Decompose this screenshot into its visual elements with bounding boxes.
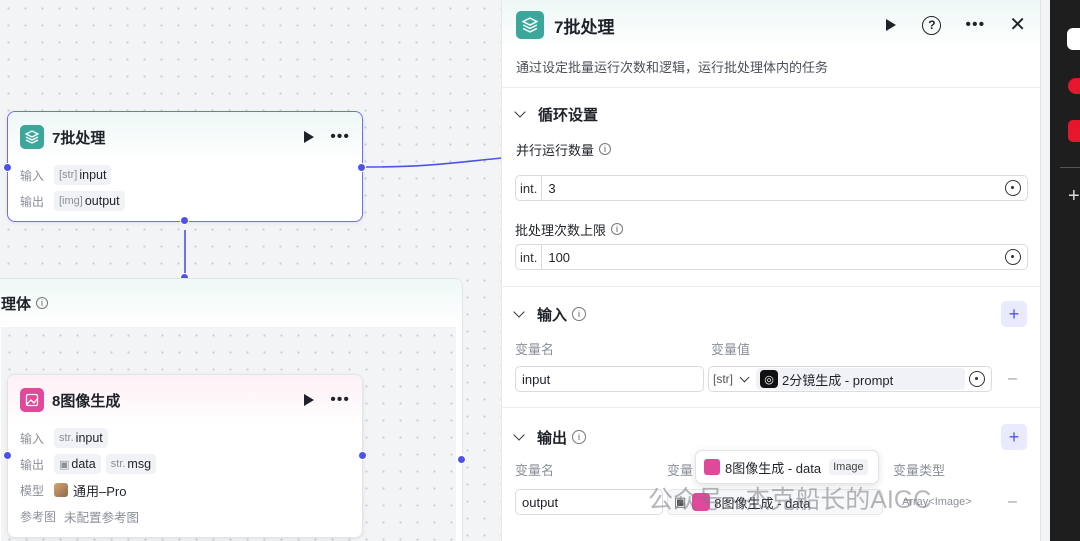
- remove-input-button[interactable]: –: [1008, 370, 1017, 387]
- watermark: 公众号 · 杰克船长的AIGC: [648, 486, 932, 514]
- stepper-icon[interactable]: [1005, 180, 1021, 196]
- model-label: 模型: [20, 483, 45, 498]
- batch-node-bottom-port[interactable]: [180, 216, 189, 225]
- image-node-icon: [692, 493, 711, 511]
- add-output-button[interactable]: +: [1001, 424, 1027, 450]
- batch-limit-value: 100: [548, 249, 571, 265]
- input-var-value-field[interactable]: [str] ◎ 2分镜生成 - prompt: [708, 366, 992, 392]
- more-icon[interactable]: •••: [330, 391, 350, 408]
- close-icon[interactable]: ✕: [1009, 14, 1026, 36]
- input-section-header[interactable]: 输入 i: [501, 292, 600, 336]
- batch-node[interactable]: 7批处理 ••• 输入 [str]input 输出 [img]output: [7, 111, 363, 222]
- divider: [1060, 167, 1080, 168]
- image-type-icon: ▣: [59, 458, 70, 471]
- chevron-down-icon: [514, 106, 526, 118]
- input-label: 输入: [20, 168, 45, 183]
- out-var-type-header: 变量类型: [893, 463, 946, 478]
- input-chip: str.input: [54, 428, 108, 448]
- batch-node-right-port[interactable]: [357, 163, 366, 172]
- image-node-left-port[interactable]: [3, 451, 12, 460]
- output-label: 输出: [20, 457, 45, 472]
- help-icon[interactable]: ?: [922, 15, 942, 35]
- parallel-count-value: 3: [548, 180, 556, 196]
- panel-title: 7批处理: [554, 17, 615, 37]
- app-icon[interactable]: [1068, 120, 1080, 142]
- output-var-name-field[interactable]: output: [515, 489, 663, 515]
- info-icon: i: [599, 143, 612, 155]
- run-icon[interactable]: [304, 131, 315, 143]
- chevron-down-icon: [513, 429, 525, 441]
- remove-output-button[interactable]: –: [1008, 493, 1017, 510]
- image-icon: [20, 388, 44, 412]
- out-var-name-header: 变量名: [515, 463, 555, 478]
- output-chip-data: ▣data: [54, 454, 101, 474]
- var-value-header: 变量值: [711, 342, 751, 357]
- stepper-icon[interactable]: [1005, 249, 1021, 265]
- var-name-header: 变量名: [515, 342, 555, 357]
- ref-image-label: 参考图: [20, 509, 57, 524]
- more-icon[interactable]: •••: [965, 16, 986, 33]
- info-icon: i: [611, 223, 624, 235]
- divider: [501, 286, 1040, 287]
- parallel-count-input[interactable]: int. 3: [515, 175, 1028, 201]
- output-var-value-field[interactable]: ▣ 8图像生成 - data: [667, 489, 883, 515]
- run-icon[interactable]: [304, 394, 315, 406]
- type-select[interactable]: [str]: [709, 367, 756, 391]
- add-input-button[interactable]: +: [1001, 301, 1027, 327]
- tiktok-icon[interactable]: [1067, 28, 1080, 50]
- external-sidebar: +: [1050, 0, 1080, 541]
- more-icon[interactable]: •••: [330, 128, 350, 145]
- weibo-icon[interactable]: [1068, 78, 1080, 94]
- target-icon[interactable]: [969, 371, 985, 387]
- layers-icon: [20, 125, 44, 149]
- window-edge: [1040, 0, 1050, 541]
- batch-node-left-port[interactable]: [3, 163, 12, 172]
- body-right-port[interactable]: [457, 455, 466, 464]
- input-label: 输入: [20, 431, 45, 446]
- body-group-title: 理体: [1, 295, 32, 313]
- run-icon[interactable]: [886, 19, 897, 31]
- model-value: 通用–Pro: [73, 483, 127, 499]
- output-section-header[interactable]: 输出 i: [501, 415, 600, 459]
- divider: [501, 407, 1040, 408]
- image-type-icon: ▣: [674, 494, 687, 509]
- input-chip: [str]input: [54, 165, 112, 185]
- image-node-icon: [704, 459, 720, 475]
- info-icon: i: [572, 430, 587, 444]
- output-var-type: Array<Image>: [902, 496, 972, 508]
- input-var-name-field[interactable]: input: [515, 366, 704, 392]
- info-icon: i: [36, 297, 49, 309]
- int-type-prefix: int.: [516, 245, 543, 269]
- ref-image-value: 未配置参考图: [64, 510, 140, 525]
- layers-icon: [516, 11, 544, 39]
- image-gen-node[interactable]: 8图像生成 ••• 输入 str.input 输出 ▣data str.msg …: [7, 374, 363, 538]
- out-var-value-header: 变量: [667, 463, 694, 478]
- ref-chip[interactable]: ◎ 2分镜生成 - prompt: [756, 368, 965, 390]
- chevron-down-icon: [739, 372, 750, 383]
- panel-description: 通过设定批量运行次数和逻辑，运行批处理体内的任务: [502, 50, 1040, 88]
- batch-limit-input[interactable]: int. 100: [515, 244, 1028, 270]
- image-node-right-port[interactable]: [358, 451, 367, 460]
- add-icon[interactable]: +: [1068, 185, 1080, 207]
- info-icon: i: [572, 307, 587, 321]
- image-node-title: 8图像生成: [52, 392, 121, 410]
- ref-tooltip: 8图像生成 - data Image: [695, 450, 879, 484]
- chevron-down-icon: [513, 306, 525, 318]
- llm-node-icon: ◎: [760, 370, 778, 388]
- loop-settings-header[interactable]: 循环设置: [502, 92, 1040, 136]
- output-label: 输出: [20, 194, 45, 209]
- int-type-prefix: int.: [516, 176, 543, 200]
- batch-node-title: 7批处理: [52, 129, 106, 147]
- model-avatar: [54, 483, 68, 497]
- output-chip: [img]output: [54, 191, 125, 211]
- output-chip-msg: str.msg: [105, 454, 157, 474]
